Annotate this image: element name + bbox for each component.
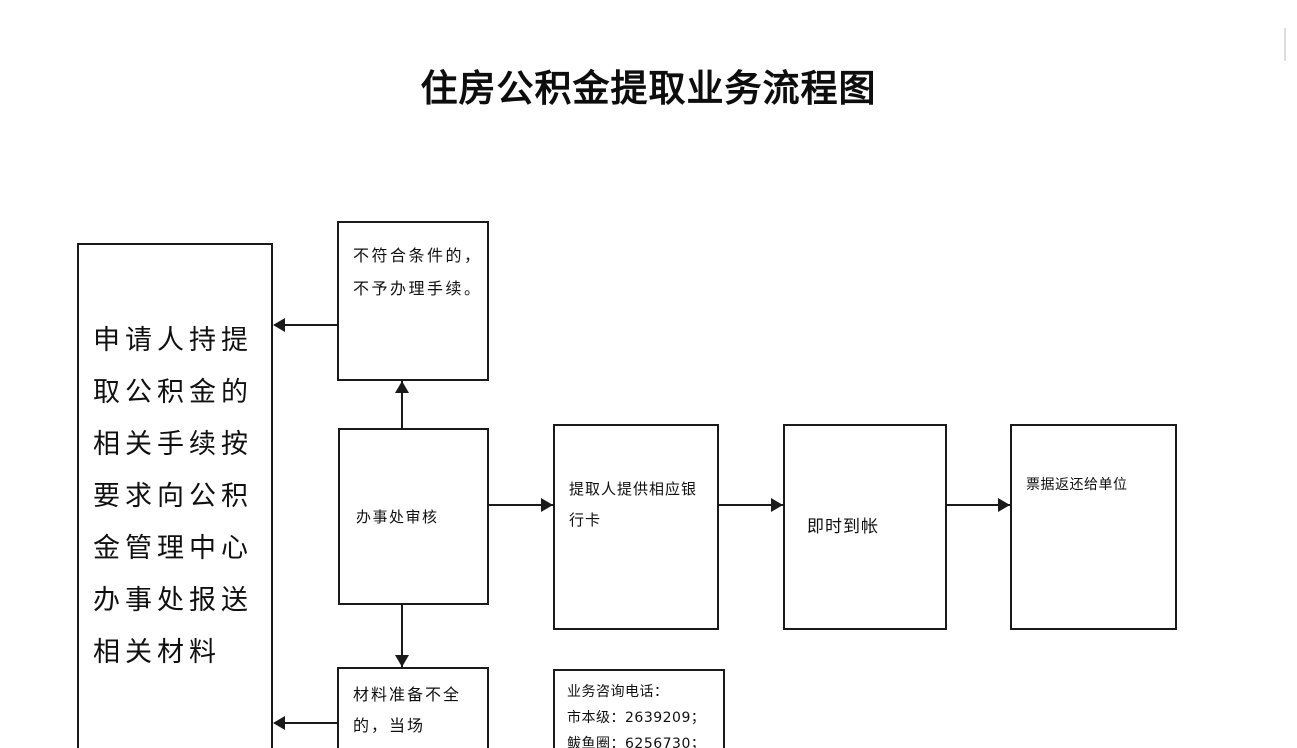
flow-node-office-review[interactable]: 办事处审核	[338, 428, 489, 605]
scan-artifact-mark	[1284, 28, 1286, 61]
flow-node-applicant-submits-materials[interactable]: 申请人持提取公积金的相关手续按要求向公积金管理中心办事处报送相关材料	[77, 243, 273, 748]
flow-node-incomplete-materials-label: 材料准备不全的，当场	[353, 685, 462, 735]
flow-node-not-qualified[interactable]: 不符合条件的，不予办理手续。	[337, 221, 489, 381]
phone-info-heading: 业务咨询电话：	[567, 684, 669, 700]
flow-node-receipt-returned-to-employer[interactable]: 票据返还给单位	[1010, 424, 1177, 630]
arrowhead-review-to-incomplete	[395, 655, 409, 667]
flow-node-incomplete-materials[interactable]: 材料准备不全的，当场	[337, 667, 489, 748]
arrowhead-incomplete-to-applicant	[273, 716, 285, 730]
connector-reject-to-applicant	[275, 324, 337, 326]
flow-node-instant-arrival[interactable]: 即时到帐	[783, 424, 947, 630]
flow-node-provide-bank-card[interactable]: 提取人提供相应银行卡	[553, 424, 719, 630]
phone-info-lines: 业务咨询电话： 市本级：2639209； 鲅鱼圈：6256730；	[555, 671, 723, 748]
flow-node-office-review-label: 办事处审核	[356, 507, 439, 526]
arrowhead-bankcard-to-instant	[771, 498, 783, 512]
arrowhead-reject-to-applicant	[273, 318, 285, 332]
connector-review-to-bankcard	[489, 504, 553, 506]
arrowhead-review-to-reject	[395, 381, 409, 393]
arrowhead-review-to-bankcard	[541, 498, 553, 512]
connector-incomplete-to-applicant	[275, 722, 337, 724]
flow-node-not-qualified-label: 不符合条件的，不予办理手续。	[353, 246, 483, 298]
phone-info-city-level: 市本级：2639209；	[567, 710, 706, 726]
connector-review-to-incomplete	[401, 605, 403, 667]
flow-node-applicant-label: 申请人持提取公积金的相关手续按要求向公积金管理中心办事处报送相关材料	[93, 324, 253, 668]
connector-bankcard-to-instant	[719, 504, 783, 506]
connector-instant-to-receipt	[947, 504, 1010, 506]
arrowhead-instant-to-receipt	[998, 498, 1010, 512]
info-box-service-phone-numbers: 业务咨询电话： 市本级：2639209； 鲅鱼圈：6256730；	[553, 669, 725, 748]
connector-review-to-reject	[401, 381, 403, 428]
page-title: 住房公积金提取业务流程图	[420, 67, 877, 110]
phone-info-bayuquan: 鲅鱼圈：6256730；	[567, 736, 706, 748]
flow-node-instant-arrival-label: 即时到帐	[807, 517, 879, 537]
flow-node-provide-bank-card-label: 提取人提供相应银行卡	[569, 480, 698, 529]
flow-node-receipt-returned-label: 票据返还给单位	[1026, 477, 1128, 493]
